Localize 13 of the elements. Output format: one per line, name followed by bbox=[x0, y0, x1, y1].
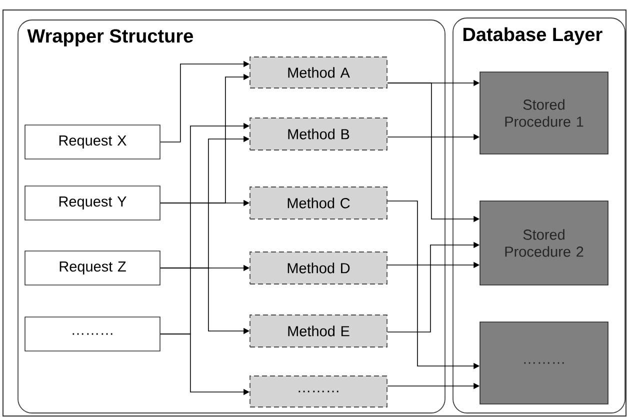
method-box: Method C bbox=[250, 186, 388, 220]
request-box: Request Y bbox=[24, 186, 160, 220]
method-box: Method B bbox=[250, 118, 388, 150]
request-box: Request X bbox=[24, 124, 160, 160]
method-box: ……… bbox=[250, 376, 388, 408]
procedure-box: Stored Procedure 2 bbox=[480, 200, 608, 286]
method-box: Method D bbox=[250, 252, 388, 284]
method-box: Method A bbox=[250, 56, 388, 88]
procedure-box: ……… bbox=[480, 322, 608, 404]
request-box: Request Z bbox=[24, 250, 160, 286]
procedure-box: Stored Procedure 1 bbox=[480, 72, 608, 154]
request-box: ……… bbox=[24, 316, 160, 352]
method-box: Method E bbox=[250, 314, 388, 348]
